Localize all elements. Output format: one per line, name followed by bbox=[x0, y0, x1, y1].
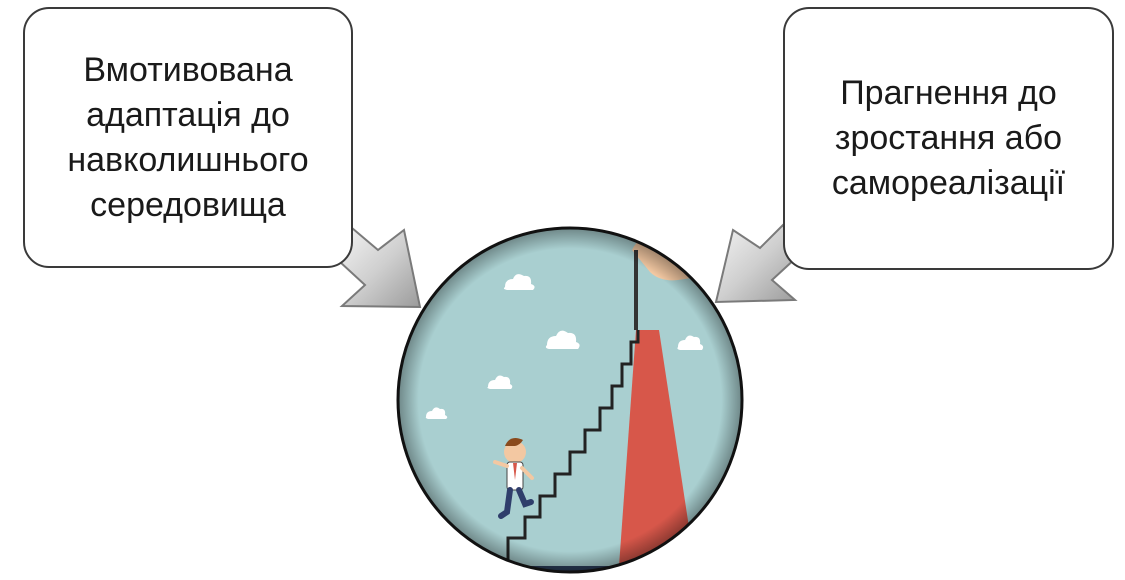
career-ladder-illustration-icon bbox=[0, 0, 1125, 580]
